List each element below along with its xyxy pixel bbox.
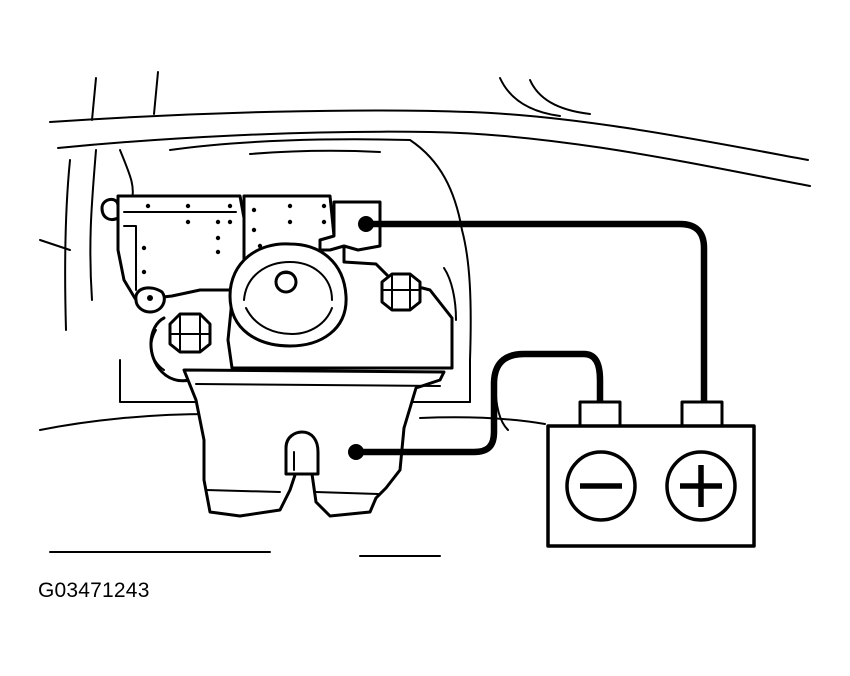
positive-jumper-wire (364, 220, 708, 408)
minus-symbol (565, 450, 637, 522)
figure-id-label: G03471243 (38, 579, 150, 602)
negative-terminal (578, 400, 622, 428)
latch-upper-mechanism (226, 194, 454, 370)
mounting-bolt-right (380, 272, 422, 312)
latch-lower-body (182, 368, 446, 518)
test-battery (546, 400, 756, 548)
jumper-wires (348, 216, 708, 460)
plus-symbol (665, 450, 737, 522)
positive-contact-point (358, 216, 374, 232)
mounting-bolt-left (149, 312, 212, 383)
actuator-motor-housing (100, 194, 246, 314)
positive-terminal (680, 400, 724, 428)
ground-contact-point (348, 444, 364, 460)
negative-jumper-wire (352, 350, 604, 456)
